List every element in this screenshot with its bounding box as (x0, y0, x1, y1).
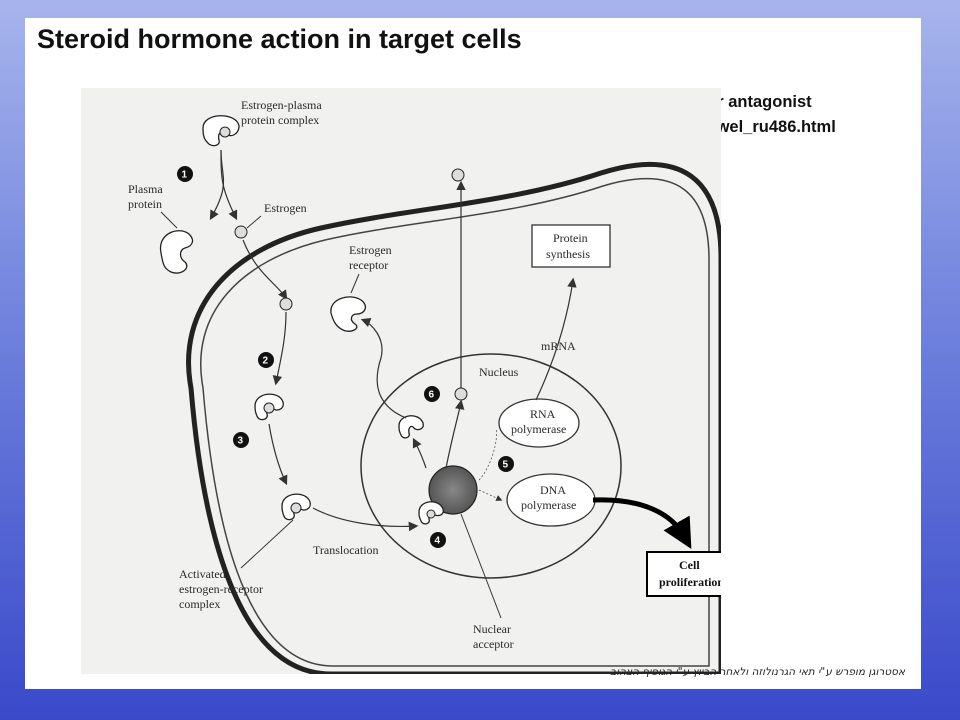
label-rna-1: RNA (530, 407, 556, 421)
activated-complex (281, 493, 311, 521)
label-translocation: Translocation (313, 543, 379, 557)
slide-title: Steroid hormone action in target cells (37, 24, 522, 54)
steroid-diagram: Estrogen-plasma protein complex 1 Plasma… (81, 88, 721, 674)
plasma-protein-shape (159, 230, 194, 274)
label-activated-2: estrogen-receptor (179, 582, 263, 596)
step-1: 1 (182, 170, 188, 181)
released-receptor (398, 415, 424, 439)
step-3: 3 (238, 436, 244, 447)
step-4: 4 (435, 536, 441, 547)
label-estrogen: Estrogen (264, 201, 307, 215)
footer-note: אסטרוגן מופרש ע"י תאי הגרנולוזה ולאחר הב… (610, 666, 905, 678)
receptor-complex-1 (254, 393, 284, 421)
label-dna-2: polymerase (521, 498, 576, 512)
label-activated-1: Activated (179, 567, 226, 581)
receptor-on-acceptor (418, 501, 444, 525)
chromatin (428, 465, 478, 515)
cell-proliferation-box (646, 551, 721, 597)
released-estrogen (454, 387, 468, 401)
estrogen-leaving (451, 168, 465, 182)
step-5: 5 (503, 460, 509, 471)
label-plasma-1: Plasma (128, 182, 163, 196)
label-nuclear-1: Nuclear (473, 622, 511, 636)
label-nucleus: Nucleus (479, 365, 519, 379)
label-mrna: mRNA (541, 339, 576, 353)
estrogen-molecule (234, 225, 248, 239)
estrogen-in-cell (279, 297, 293, 311)
label-protein-2: synthesis (546, 247, 590, 261)
slide: Steroid hormone action in target cells m… (25, 18, 921, 689)
label-prolif-1: Cell (679, 558, 700, 572)
label-activated-3: complex (179, 597, 220, 611)
estrogen-receptor-shape (330, 296, 367, 332)
protein-synthesis-box (531, 224, 611, 268)
label-plasma-2: protein (128, 197, 162, 211)
step-6: 6 (429, 390, 435, 401)
rna-polymerase (498, 398, 580, 448)
label-er-2: receptor (349, 258, 388, 272)
nucleus (360, 353, 622, 579)
estrogen-plasma-complex (202, 115, 240, 147)
label-dna-1: DNA (540, 483, 566, 497)
label-protein-1: Protein (553, 231, 588, 245)
label-nuclear-2: acceptor (473, 637, 514, 651)
cell-membrane (186, 162, 721, 674)
label-estrogen-plasma-2: protein complex (241, 113, 319, 127)
label-er-1: Estrogen (349, 243, 392, 257)
label-prolif-2: proliferation (659, 575, 721, 589)
label-rna-2: polymerase (511, 422, 566, 436)
label-estrogen-plasma-1: Estrogen-plasma (241, 98, 322, 112)
step-2: 2 (263, 356, 269, 367)
